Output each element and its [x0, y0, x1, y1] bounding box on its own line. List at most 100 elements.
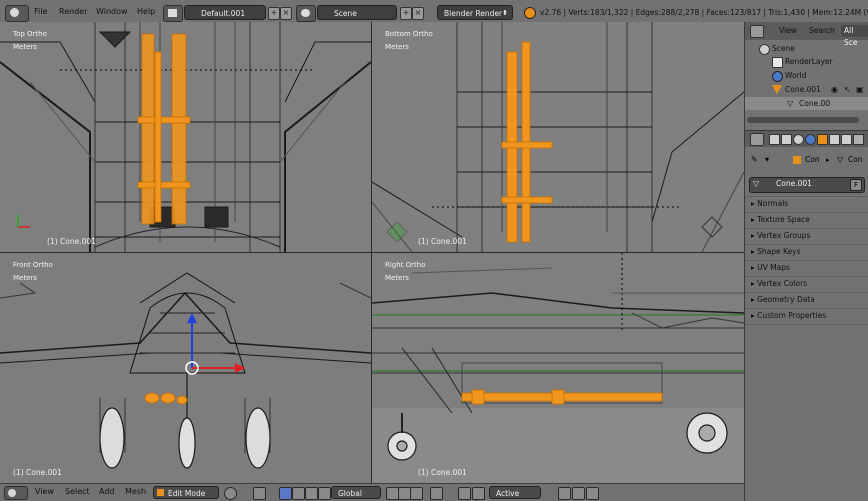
- menu-render[interactable]: Render: [59, 7, 88, 16]
- view3d-icon: [8, 489, 16, 497]
- constraints-tab-icon[interactable]: [829, 134, 840, 145]
- rotate-manipulator-icon[interactable]: [305, 487, 318, 500]
- delete-scene-button[interactable]: ×: [412, 7, 424, 20]
- orientation-value: Global: [338, 489, 362, 498]
- mode-dropdown[interactable]: Edit Mode: [153, 486, 219, 499]
- panel-label: UV Maps: [757, 263, 790, 272]
- add-scene-button[interactable]: +: [400, 7, 412, 20]
- scene-selector-button[interactable]: [296, 5, 316, 22]
- panel-texture-space[interactable]: ▸ Texture Space: [751, 212, 810, 228]
- outliner-item-label: RenderLayer: [785, 57, 833, 66]
- menu-mesh[interactable]: Mesh: [125, 487, 147, 496]
- viewport-front-ortho[interactable]: Front Ortho Meters (1) Cone.001: [0, 253, 371, 483]
- delete-layout-button[interactable]: ×: [280, 7, 292, 20]
- layer-toggle-icon[interactable]: [572, 487, 585, 500]
- viewport-right-ortho[interactable]: Right Ortho Meters (1) Cone.001: [372, 253, 744, 483]
- expand-arrow-icon: ▸: [751, 231, 758, 240]
- properties-editor-icon[interactable]: [750, 133, 764, 146]
- panel-custom-properties[interactable]: ▸ Custom Properties: [751, 308, 826, 324]
- menu-window[interactable]: Window: [96, 7, 128, 16]
- snap-toggle-icon[interactable]: [472, 487, 485, 500]
- modifiers-tab-icon[interactable]: [841, 134, 852, 145]
- panel-vertex-groups[interactable]: ▸ Vertex Groups: [751, 228, 810, 244]
- render-engine-dropdown[interactable]: Blender Render ⬍: [437, 5, 513, 20]
- screen-layout-button[interactable]: [163, 5, 183, 22]
- outliner-item-renderlayer[interactable]: RenderLayer: [745, 55, 868, 68]
- data-tab-icon[interactable]: [853, 134, 864, 145]
- menu-select[interactable]: Select: [65, 487, 90, 496]
- render-tab-icon[interactable]: [769, 134, 780, 145]
- divider: [745, 244, 868, 245]
- view-name-label: Bottom Ortho: [385, 30, 433, 38]
- add-layout-button[interactable]: +: [268, 7, 280, 20]
- proportional-editing-icon[interactable]: [458, 487, 471, 500]
- 3d-view-editor-button[interactable]: [4, 486, 28, 500]
- properties-tab-bar: [745, 131, 868, 147]
- outliner-display-mode[interactable]: All Sce: [841, 25, 868, 47]
- active-object-label: (1) Cone.001: [13, 468, 62, 477]
- panel-geometry-data[interactable]: ▸ Geometry Data: [751, 292, 815, 308]
- panel-normals[interactable]: ▸ Normals: [751, 196, 788, 212]
- panel-uv-maps[interactable]: ▸ UV Maps: [751, 260, 790, 276]
- scale-manipulator-icon[interactable]: [318, 487, 331, 500]
- pivot-mode-dropdown[interactable]: Active: [489, 486, 541, 499]
- render-preview-icon[interactable]: [558, 487, 571, 500]
- view-units-label: Meters: [13, 274, 37, 282]
- outliner-scrollbar[interactable]: [747, 117, 859, 123]
- bottom-ortho-wireframe: [372, 22, 744, 252]
- outliner-item-cone-object[interactable]: Cone.001 ◉ ↖ ▣: [745, 83, 868, 96]
- object-tab-icon[interactable]: [817, 134, 828, 145]
- horizontal-split[interactable]: [0, 252, 744, 253]
- blender-logo-icon: [524, 7, 536, 19]
- panel-vertex-colors[interactable]: ▸ Vertex Colors: [751, 276, 807, 292]
- outliner-item-cone-mesh[interactable]: ▽ Cone.00: [745, 97, 868, 110]
- select-arrow-icon[interactable]: ↖: [844, 85, 851, 94]
- pin-icon[interactable]: ✎: [751, 155, 758, 164]
- render-layers-tab-icon[interactable]: [781, 134, 792, 145]
- pivot-point-icon[interactable]: [253, 487, 266, 500]
- info-icon: [10, 8, 19, 17]
- menu-view[interactable]: View: [35, 487, 54, 496]
- transform-orientation-dropdown[interactable]: Global: [331, 486, 381, 499]
- world-tab-icon[interactable]: [805, 134, 816, 145]
- face-select-icon[interactable]: [410, 487, 423, 500]
- mesh-name-value[interactable]: Cone.001: [776, 179, 812, 188]
- expand-arrow-icon: ▸: [751, 311, 758, 320]
- outliner-item-scene[interactable]: Scene: [745, 42, 868, 55]
- menu-help[interactable]: Help: [137, 7, 156, 16]
- viewport-top-ortho[interactable]: Top Ortho Meters (1) Cone.001: [0, 22, 371, 252]
- view-units-label: Meters: [385, 274, 409, 282]
- divider: [745, 276, 868, 277]
- outliner-search-menu[interactable]: Search: [809, 26, 835, 35]
- eye-icon[interactable]: ◉: [831, 85, 838, 94]
- overlay-toggle-icon[interactable]: [586, 487, 599, 500]
- outliner-editor-icon[interactable]: [750, 25, 764, 38]
- scene-statistics: v2.76 | Verts:183/1,322 | Edges:288/2,27…: [540, 8, 868, 17]
- scene-field[interactable]: Scene: [317, 5, 397, 20]
- panel-label: Vertex Groups: [757, 231, 811, 240]
- outliner-item-label: Scene: [772, 44, 795, 53]
- menu-file[interactable]: File: [34, 7, 48, 16]
- screen-layout-field[interactable]: Default.001: [184, 5, 266, 20]
- properties-context-breadcrumb: ✎ ▾ Con ▸ ▽ Con: [751, 153, 868, 167]
- mesh-datablock-field[interactable]: ▽ Cone.001 F: [749, 177, 865, 193]
- outliner-view-menu[interactable]: View: [779, 26, 797, 35]
- manipulator-toggle-icon[interactable]: [279, 487, 292, 500]
- expand-arrow-icon: ▸: [751, 247, 758, 256]
- divider: [745, 212, 868, 213]
- viewport-shading-icon[interactable]: [224, 487, 237, 500]
- camera-icon[interactable]: ▣: [856, 85, 864, 94]
- viewport-bottom-ortho[interactable]: Bottom Ortho Meters (1) Cone.001: [372, 22, 744, 252]
- translate-manipulator-icon[interactable]: [292, 487, 305, 500]
- limit-selection-icon[interactable]: [430, 487, 443, 500]
- active-object-label: (1) Cone.001: [47, 237, 96, 246]
- menu-add[interactable]: Add: [99, 487, 115, 496]
- fake-user-button[interactable]: F: [850, 179, 862, 191]
- panel-label: Vertex Colors: [757, 279, 808, 288]
- panel-shape-keys[interactable]: ▸ Shape Keys: [751, 244, 801, 260]
- edit-mode-icon: [157, 489, 164, 496]
- outliner-item-world[interactable]: World: [745, 69, 868, 82]
- context-mesh-label: Con: [848, 155, 863, 164]
- editor-type-button[interactable]: [5, 5, 29, 22]
- scene-tab-icon[interactable]: [793, 134, 804, 145]
